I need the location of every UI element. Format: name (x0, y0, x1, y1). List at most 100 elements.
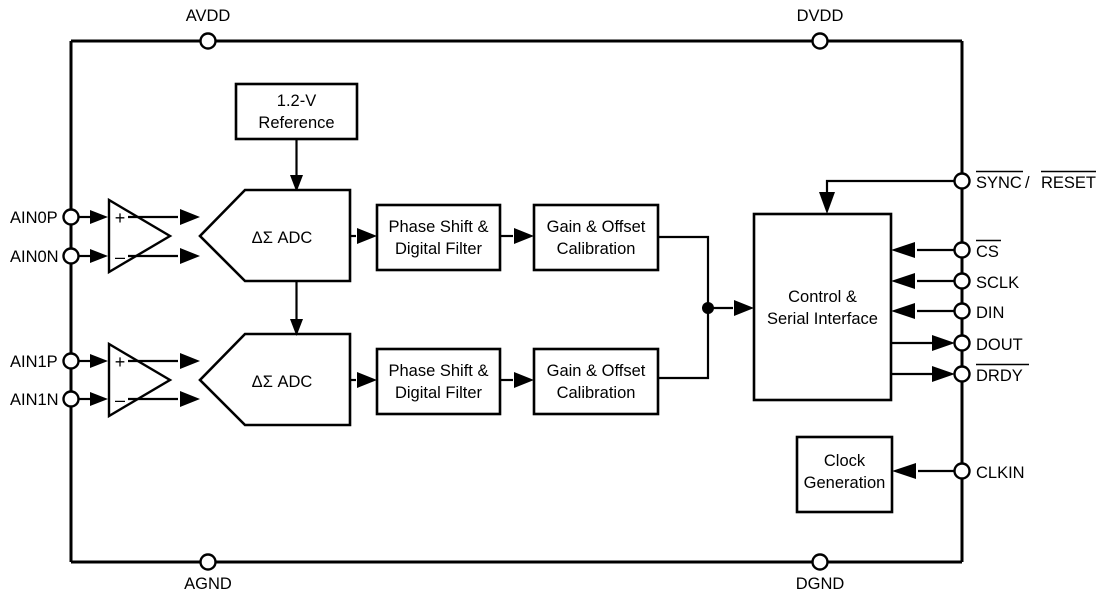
block-filter-channel0: Phase Shift & Digital Filter (375, 203, 534, 272)
ain1n-arrowhead (90, 392, 108, 406)
sync-reset-label-part-b: RESET (1041, 174, 1096, 192)
sync-reset-pin-circle[interactable] (953, 172, 971, 190)
calib1-block-box (532, 347, 660, 416)
clkin-pin-circle[interactable] (953, 462, 971, 480)
calib1-label-line2: Calibration (557, 384, 636, 402)
amplifier-channel1: + – (107, 341, 200, 419)
drdy-pin-circle[interactable] (953, 365, 971, 383)
filter0-block-box (375, 203, 502, 272)
cs-arrowhead (891, 242, 915, 258)
ain1n-pin-circle[interactable] (62, 390, 80, 408)
analog-input-ain1p[interactable]: AIN1P (10, 352, 108, 371)
dout-pin-circle[interactable] (953, 334, 971, 352)
ain0p-label: AIN0P (10, 209, 58, 227)
filter0-out-arrowhead (514, 228, 534, 244)
amplifier1-minus-sign: – (115, 390, 125, 410)
amplifier0-out-bottom-arrowhead (180, 248, 200, 264)
adc0-out-arrowhead (357, 228, 377, 244)
filter1-out-arrowhead (514, 372, 534, 388)
reference-label-line1: 1.2-V (277, 92, 316, 110)
dvdd-label: DVDD (797, 7, 844, 25)
supply-pin-dvdd[interactable]: DVDD (797, 7, 844, 50)
dvdd-pin-circle[interactable] (811, 32, 829, 50)
block-control-serial-interface: Control & Serial Interface (752, 212, 893, 402)
din-pin-circle[interactable] (953, 302, 971, 320)
avdd-pin-circle[interactable] (199, 32, 217, 50)
digital-pin-dout[interactable]: DOUT (891, 334, 1023, 354)
calib0-label-line2: Calibration (557, 240, 636, 258)
analog-input-ain0p[interactable]: AIN0P (10, 208, 108, 227)
supply-pin-avdd[interactable]: AVDD (186, 7, 231, 50)
cs-label: CS (976, 243, 999, 261)
digital-pin-cs[interactable]: CS (891, 239, 1001, 262)
adc1-shape (198, 332, 352, 427)
block-calibration-channel0: Gain & Offset Calibration (532, 203, 710, 308)
clock-label-line1: Clock (824, 452, 866, 470)
amplifier1-plus-sign: + (115, 352, 126, 372)
din-arrowhead (891, 303, 915, 319)
digital-pin-sync-reset[interactable]: SYNC / RESET (819, 170, 1096, 215)
dgnd-pin-circle[interactable] (811, 553, 829, 571)
sclk-arrowhead (891, 273, 915, 289)
ground-pin-agnd[interactable]: AGND (184, 553, 232, 594)
block-calibration-channel1: Gain & Offset Calibration (532, 308, 710, 416)
reference-label-line2: Reference (258, 114, 334, 132)
digital-pin-sclk[interactable]: SCLK (891, 272, 1019, 292)
sync-reset-wire (825, 179, 954, 196)
digital-pin-clkin[interactable]: CLKIN (892, 462, 1025, 482)
dout-label: DOUT (976, 336, 1023, 354)
filter1-label-line1: Phase Shift & (389, 362, 489, 380)
clkin-label: CLKIN (976, 464, 1025, 482)
ground-pin-dgnd[interactable]: DGND (796, 553, 845, 594)
data-bus-junction (702, 300, 754, 316)
calib0-block-box (532, 203, 660, 272)
analog-input-ain0n[interactable]: AIN0N (10, 247, 108, 266)
control-block-box (752, 212, 893, 402)
cs-pin-circle[interactable] (953, 241, 971, 259)
ain0n-arrowhead (90, 249, 108, 263)
drdy-arrowhead (932, 366, 955, 382)
reference-distribution-wire (290, 281, 303, 336)
block-adc-channel1: ΔΣ ADC (198, 332, 377, 427)
clock-label-line2: Generation (804, 474, 886, 492)
sclk-label: SCLK (976, 274, 1019, 292)
adc1-out-arrowhead (357, 372, 377, 388)
amplifier1-out-bottom-arrowhead (180, 391, 200, 407)
amplifier0-plus-sign: + (115, 208, 126, 228)
sclk-pin-circle[interactable] (953, 272, 971, 290)
filter1-label-line2: Digital Filter (395, 384, 483, 402)
digital-pin-drdy[interactable]: DRDY (891, 363, 1029, 386)
filter0-label-line2: Digital Filter (395, 240, 483, 258)
sync-reset-label-part-a: SYNC (976, 174, 1022, 192)
adc0-label: ΔΣ ADC (252, 229, 313, 247)
control-label-line2: Serial Interface (767, 310, 878, 328)
analog-input-ain1n[interactable]: AIN1N (10, 390, 108, 409)
agnd-pin-circle[interactable] (199, 553, 217, 571)
block-clock-generation: Clock Generation (795, 435, 894, 514)
ain0n-label: AIN0N (10, 248, 59, 266)
ain0p-arrowhead (90, 210, 108, 224)
avdd-label: AVDD (186, 7, 231, 25)
reference-to-adc0-arrowhead (290, 175, 303, 192)
calib0-label-line1: Gain & Offset (547, 218, 646, 236)
filter0-label-line1: Phase Shift & (389, 218, 489, 236)
ain1n-label: AIN1N (10, 391, 59, 409)
block-filter-channel1: Phase Shift & Digital Filter (375, 347, 534, 416)
control-label-line1: Control & (788, 288, 857, 306)
clkin-arrowhead (892, 463, 916, 479)
amplifier0-minus-sign: – (115, 247, 125, 267)
ain1p-label: AIN1P (10, 353, 58, 371)
filter1-block-box (375, 347, 502, 416)
ain0p-pin-circle[interactable] (62, 208, 80, 226)
drdy-label: DRDY (976, 367, 1023, 385)
digital-pin-din[interactable]: DIN (891, 302, 1004, 322)
amplifier0-out-top-arrowhead (180, 209, 200, 225)
bus-to-control-arrowhead (734, 300, 754, 316)
ain0n-pin-circle[interactable] (62, 247, 80, 265)
amplifier1-out-top-arrowhead (180, 353, 200, 369)
calib0-to-bus-wire (658, 235, 710, 308)
adc1-label: ΔΣ ADC (252, 373, 313, 391)
ain1p-pin-circle[interactable] (62, 352, 80, 370)
